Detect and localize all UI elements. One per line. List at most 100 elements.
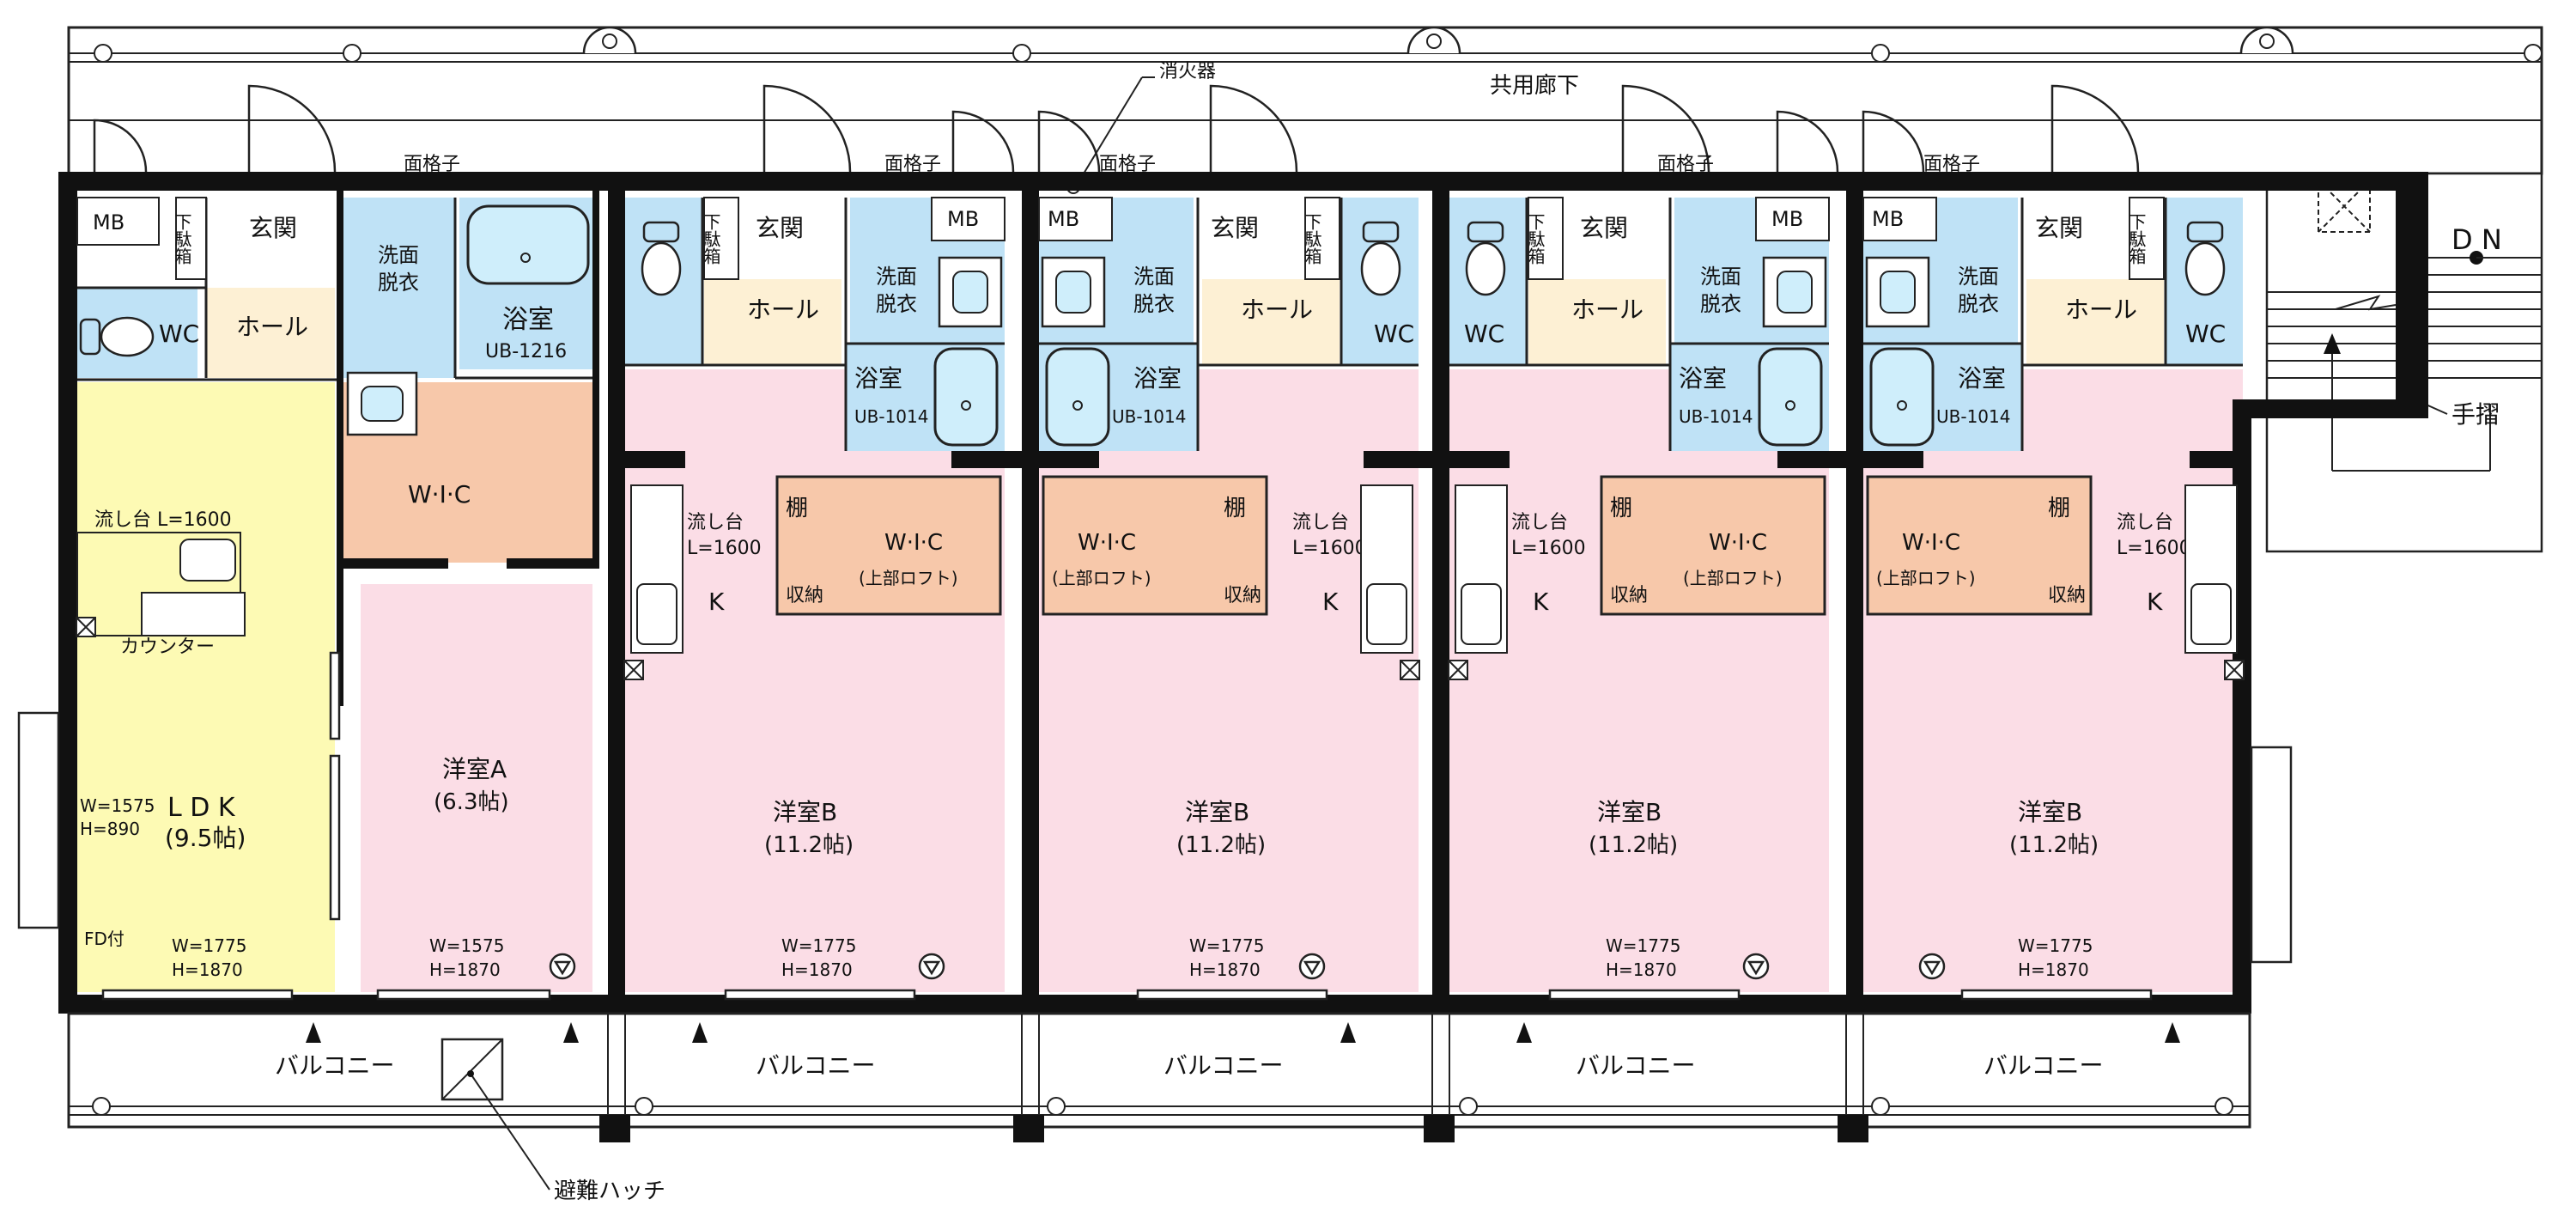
u4-room-size: (11.2帖) <box>1589 832 1678 858</box>
u2-grille-label: 面格子 <box>884 154 941 175</box>
u3-hall-label: ホール <box>1241 295 1313 324</box>
u3-dressing-label: 脱衣 <box>1133 292 1175 316</box>
u4-shoe-label: 下駄箱 <box>1525 213 1546 265</box>
u3-window-h: H=1870 <box>1189 959 1261 980</box>
u2-window-h: H=1870 <box>781 959 853 980</box>
walls <box>58 172 2428 1014</box>
u1-wash-label: 洗面 <box>378 243 419 267</box>
balcony-label-1: バルコニー <box>275 1051 394 1080</box>
u4-entrance-label: 玄関 <box>1580 214 1628 242</box>
unit-1: MB 下駄箱 玄関 ホール WC 洗面 脱衣 浴室 UB-1216 面格子 W·… <box>76 154 590 980</box>
u1-ldk-name: L D K <box>167 793 236 823</box>
u1-ldk-window-h: H=1870 <box>172 959 243 980</box>
u2-room-name: 洋室B <box>773 798 837 826</box>
partitions <box>77 198 2243 616</box>
u5-entrance-label: 玄関 <box>2035 214 2083 242</box>
u3-kitchen-label: K <box>1322 588 1339 616</box>
u2-dressing-label: 脱衣 <box>876 292 917 316</box>
u1-bath-label: 浴室 <box>502 305 554 335</box>
u3-sink-label: 流し台 <box>1292 512 1349 533</box>
u4-sink-label: 流し台 <box>1511 512 1568 533</box>
corridor-label: 共用廊下 <box>1490 73 1579 99</box>
u5-kitchen-label: K <box>2147 588 2163 616</box>
u2-hall-label: ホール <box>747 295 819 324</box>
u5-sink-label: 流し台 <box>2117 512 2173 533</box>
u4-hall-label: ホール <box>1571 295 1643 324</box>
u4-sink-length: L=1600 <box>1511 538 1586 559</box>
u4-room-name: 洋室B <box>1597 798 1662 826</box>
u1-mb-label: MB <box>93 210 125 234</box>
hatch-label: 避難ハッチ <box>554 1178 665 1204</box>
unit-2: 下駄箱 玄関 ホール 洗面 脱衣 MB 面格子 浴室 UB-1014 流し台 L… <box>623 154 1005 980</box>
balcony-label-3: バルコニー <box>1163 1051 1283 1080</box>
u2-loft-label: (上部ロフト) <box>859 568 958 588</box>
u3-mb-label: MB <box>1048 207 1079 231</box>
u1-hall-label: ホール <box>236 313 308 341</box>
u2-sink-label: 流し台 <box>687 512 744 533</box>
u1-dressing-label: 脱衣 <box>378 271 419 295</box>
u3-grille-label: 面格子 <box>1099 154 1156 175</box>
u5-grille-label: 面格子 <box>1923 154 1980 175</box>
balcony-label-2: バルコニー <box>756 1051 875 1080</box>
u1-fd-label: FD付 <box>84 929 125 949</box>
u4-dressing-label: 脱衣 <box>1700 292 1741 316</box>
u3-storage-label: 収納 <box>1224 585 1261 606</box>
u3-shoe-label: 下駄箱 <box>1302 213 1322 265</box>
u4-window-w: W=1775 <box>1606 935 1680 956</box>
u5-wash-label: 洗面 <box>1958 265 1999 289</box>
u2-shoe-label: 下駄箱 <box>701 213 721 265</box>
u1-side-window-h: H=890 <box>80 819 140 839</box>
u5-dressing-label: 脱衣 <box>1958 292 1999 316</box>
u2-shelf-label: 棚 <box>786 496 808 521</box>
u1-wic-label: W·I·C <box>408 480 471 509</box>
u2-entrance-label: 玄関 <box>756 214 804 242</box>
u5-wc-label: WC <box>2185 320 2226 348</box>
balcony-area: 避難ハッチ バルコニー バルコニー バルコニー バルコニー バルコニー <box>67 1012 2251 1204</box>
u2-bath-label: 浴室 <box>854 364 902 393</box>
balcony-label-5: バルコニー <box>1984 1051 2103 1080</box>
u5-bath-model: UB-1014 <box>1936 406 2010 427</box>
stair-dn-label: D N <box>2451 223 2502 256</box>
u2-room-size: (11.2帖) <box>764 832 854 858</box>
u5-loft-label: (上部ロフト) <box>1876 568 1976 588</box>
u5-wic-label: W·I·C <box>1902 530 1960 556</box>
u2-wash-label: 洗面 <box>876 265 917 289</box>
u4-wash-label: 洗面 <box>1700 265 1741 289</box>
u4-window-h: H=1870 <box>1606 959 1677 980</box>
u5-hall-label: ホール <box>2065 295 2137 324</box>
u4-wc-label: WC <box>1464 320 1504 348</box>
u1-ldk-size: (9.5帖) <box>165 824 246 852</box>
u3-wic-label: W·I·C <box>1078 530 1136 556</box>
u1-shoe-label: 下駄箱 <box>172 213 192 265</box>
extinguisher-label: 消火器 <box>1159 61 1216 82</box>
u1-sink-label: 流し台 L=1600 <box>94 509 232 531</box>
u5-sink-length: L=1600 <box>2117 538 2191 559</box>
u4-grille-label: 面格子 <box>1657 154 1714 175</box>
u4-bath-model: UB-1014 <box>1679 406 1753 427</box>
u1-grille-label: 面格子 <box>404 154 460 175</box>
u5-window-w: W=1775 <box>2018 935 2093 956</box>
u5-room-name: 洋室B <box>2018 798 2082 826</box>
u2-window-w: W=1775 <box>781 935 856 956</box>
handrail-label: 手摺 <box>2451 400 2500 429</box>
u4-bath-label: 浴室 <box>1679 364 1727 393</box>
u4-shelf-label: 棚 <box>1610 496 1632 521</box>
balcony-label-4: バルコニー <box>1576 1051 1695 1080</box>
stair-area: D N 手摺 <box>2265 172 2543 553</box>
u4-loft-label: (上部ロフト) <box>1683 568 1783 588</box>
u2-wic-label: W·I·C <box>884 530 943 556</box>
unit-5: 下駄箱 玄関 ホール WC 洗面 脱衣 MB 面格子 浴室 UB-1014 流し… <box>1862 154 2245 980</box>
u2-storage-label: 収納 <box>786 585 823 606</box>
u3-wash-label: 洗面 <box>1133 265 1175 289</box>
u4-storage-label: 収納 <box>1610 585 1648 606</box>
u2-kitchen-label: K <box>708 588 725 616</box>
u2-sink-length: L=1600 <box>687 538 762 559</box>
u1-side-window-w: W=1575 <box>80 795 155 816</box>
u5-shoe-label: 下駄箱 <box>2126 213 2147 265</box>
u1-room-window-h: H=1870 <box>429 959 501 980</box>
u5-mb-label: MB <box>1872 207 1904 231</box>
u4-wic-label: W·I·C <box>1709 530 1767 556</box>
u1-counter-label: カウンター <box>120 636 215 658</box>
unit-4: 下駄箱 玄関 ホール WC 洗面 脱衣 MB 面格子 浴室 UB-1014 流し… <box>1448 154 1830 980</box>
